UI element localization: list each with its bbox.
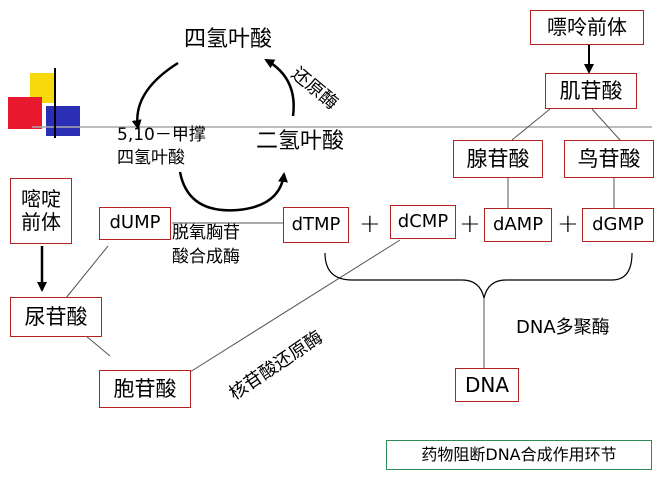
methylene-thf-line2: 四氢叶酸 — [117, 148, 185, 168]
caption-box: 药物阻断DNA合成作用环节 — [386, 440, 652, 470]
dna-polymerase-label: DNA多聚酶 — [516, 317, 610, 338]
dhf-to-thf-arrow — [264, 58, 295, 117]
methylene-thf-line1: 5,10－甲撑 — [117, 125, 206, 145]
pyrimidine-precursor-line1: 嘧啶 — [21, 187, 61, 211]
cytidylic-acid-box: 胞苷酸 — [99, 370, 191, 408]
deco-red-square — [8, 97, 42, 129]
guanylic-acid-box: 鸟苷酸 — [564, 140, 654, 178]
dump-box: dUMP — [99, 207, 171, 240]
thymidylate-synthase-line2: 酸合成酶 — [172, 247, 240, 267]
plus-3: + — [557, 209, 579, 239]
pyrimidine-precursor-line2: 前体 — [21, 210, 61, 234]
plus-2: + — [459, 209, 481, 239]
inosinic-to-adenylic-line — [511, 108, 551, 141]
plus-1: + — [359, 209, 381, 239]
dntp-brace — [324, 252, 633, 299]
pyrimidine-precursor-box: 嘧啶 前体 — [10, 178, 72, 244]
purine-precursor-box: 嘌呤前体 — [530, 10, 644, 45]
thf-label: 四氢叶酸 — [184, 27, 273, 52]
thf-to-methylene-arrow — [131, 61, 179, 130]
damp-box: dAMP — [484, 208, 552, 242]
inosinic-acid-box: 肌苷酸 — [545, 73, 637, 109]
adenylic-acid-box: 腺苷酸 — [453, 140, 543, 178]
dhf-label: 二氢叶酸 — [256, 129, 345, 154]
dtmp-box: dTMP — [283, 207, 349, 243]
cytidylic-to-dcmp-line — [189, 239, 401, 373]
deco-blue-square — [46, 106, 80, 136]
dna-box: DNA — [455, 368, 519, 402]
uridylic-to-dump-line — [65, 245, 109, 299]
uridylic-acid-box: 尿苷酸 — [10, 297, 102, 337]
thymidylate-synthase-line1: 脱氧胸苷 — [172, 223, 240, 243]
dgmp-box: dGMP — [582, 208, 654, 242]
dcmp-box: dCMP — [390, 205, 456, 239]
methylene-to-dhf-arrow — [178, 171, 288, 212]
inosinic-to-guanylic-line — [591, 108, 621, 141]
uridylic-to-cytidylic-line — [85, 335, 111, 357]
